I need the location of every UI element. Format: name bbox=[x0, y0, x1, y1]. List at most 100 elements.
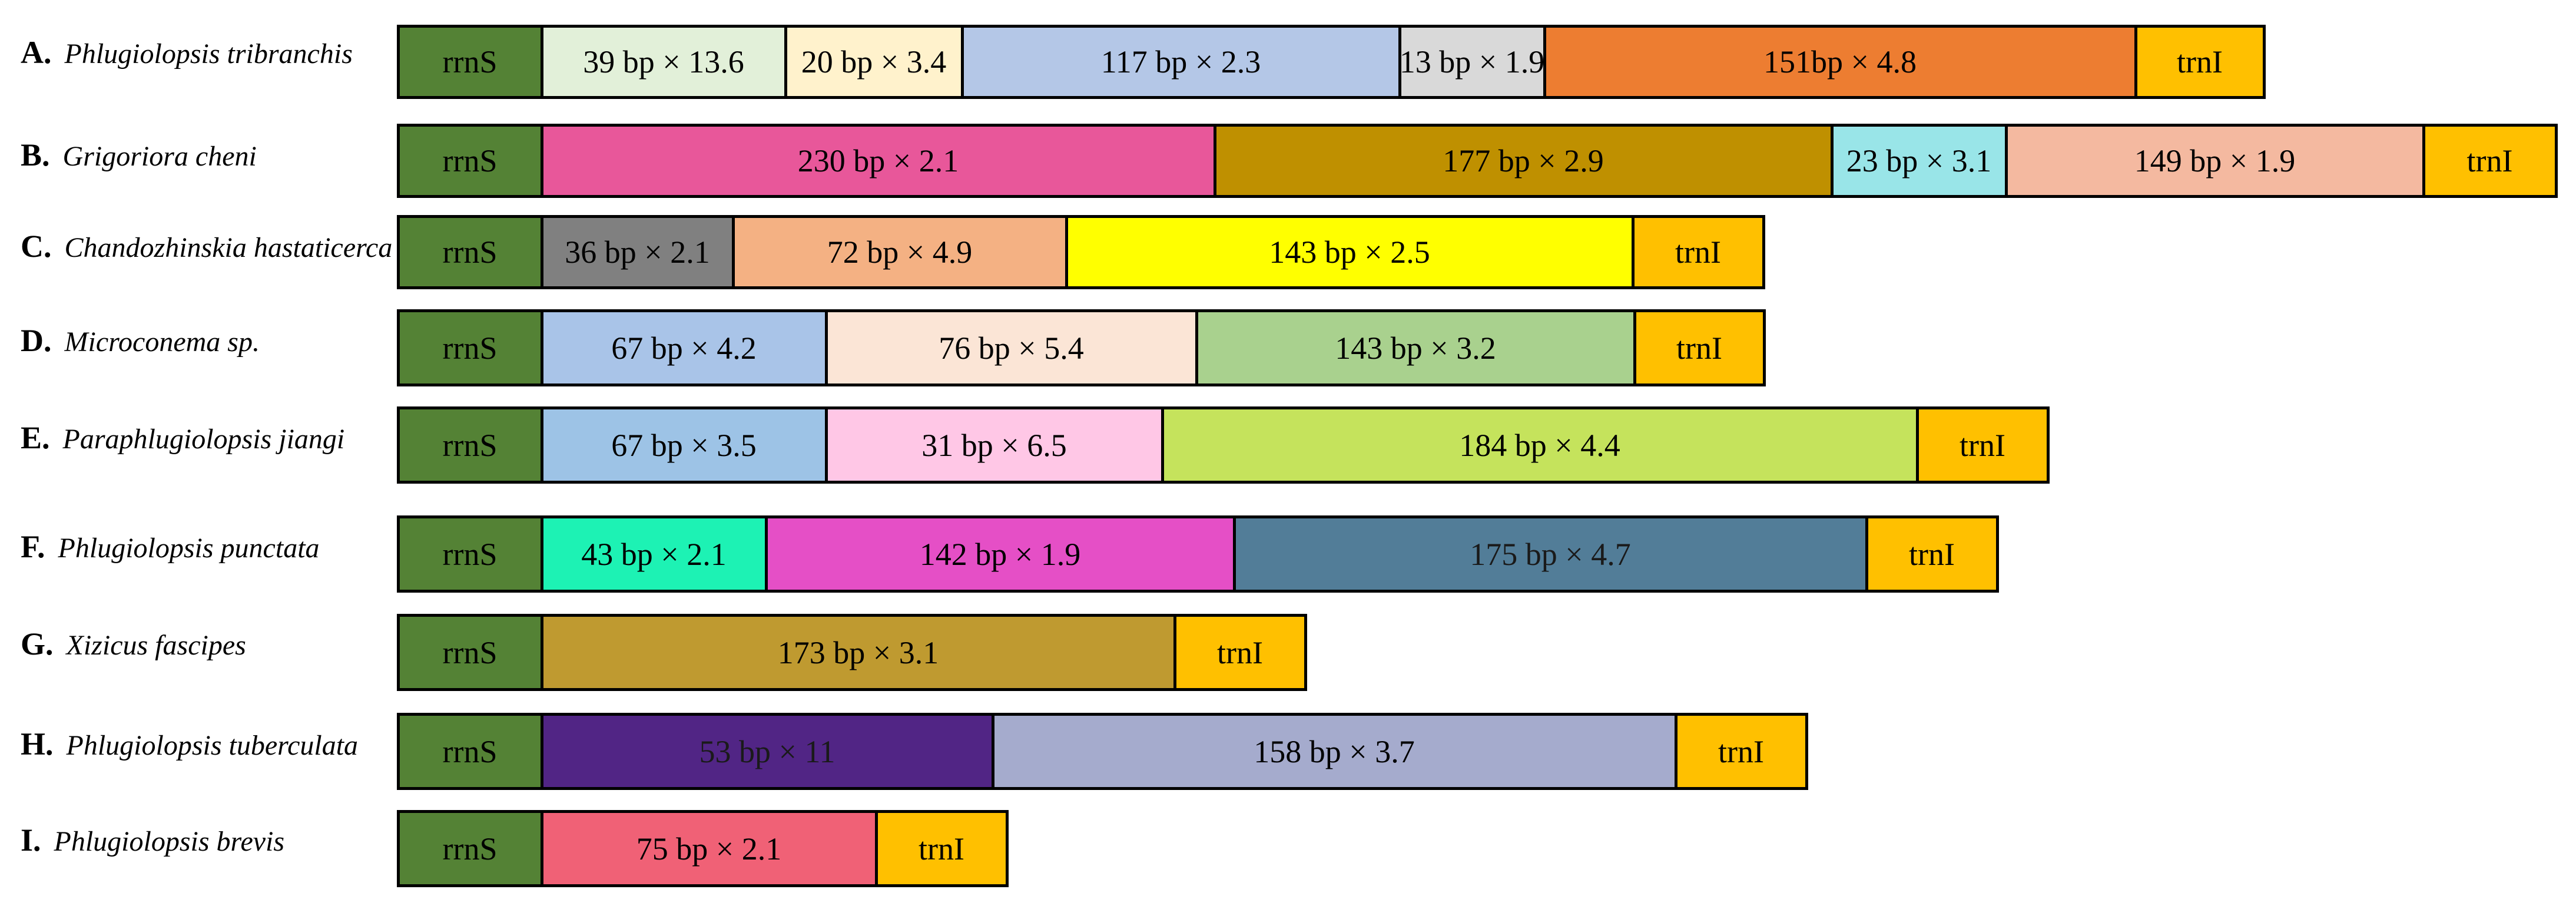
segment-label: trnI bbox=[1675, 234, 1721, 270]
segment-label: 173 bp × 3.1 bbox=[777, 634, 939, 670]
segment-label: 117 bp × 2.3 bbox=[1100, 44, 1261, 80]
segment-label: 67 bp × 3.5 bbox=[611, 427, 757, 463]
segment-label: 143 bp × 2.5 bbox=[1269, 234, 1430, 270]
rrns-gene-block: rrnS bbox=[396, 810, 543, 887]
species-name: Phlugiolopsis brevis bbox=[54, 826, 285, 857]
segment-label: trnI bbox=[2177, 44, 2223, 80]
trni-gene-block: trnI bbox=[2134, 25, 2266, 99]
segment-label: 53 bp × 11 bbox=[699, 733, 836, 769]
segment-label: rrnS bbox=[442, 234, 498, 270]
rrns-gene-block: rrnS bbox=[396, 406, 543, 484]
segment-label: trnI bbox=[1217, 634, 1263, 670]
segment-label: 75 bp × 2.1 bbox=[636, 831, 782, 867]
segment-label: 158 bp × 3.7 bbox=[1254, 733, 1415, 769]
trni-gene-block: trnI bbox=[1865, 515, 1999, 593]
segment-label: 23 bp × 3.1 bbox=[1846, 143, 1992, 178]
rrns-gene-block: rrnS bbox=[396, 515, 543, 593]
segment-label: rrnS bbox=[442, 536, 498, 572]
rrns-gene-block: rrnS bbox=[396, 25, 543, 99]
segment-label: 149 bp × 1.9 bbox=[2134, 143, 2296, 178]
row-letter: E. bbox=[21, 420, 50, 455]
species-name: Phlugiolopsis punctata bbox=[58, 533, 320, 564]
row-letter: F. bbox=[21, 529, 45, 564]
species-name: Xizicus fascipes bbox=[66, 630, 246, 661]
segment-label: 13 bp × 1.9 bbox=[1399, 44, 1545, 80]
repeat-unit-block: 23 bp × 3.1 bbox=[1830, 124, 2008, 198]
row-letter: A. bbox=[21, 35, 52, 70]
species-name: Chandozhinskia hastaticerca bbox=[64, 232, 393, 263]
species-name: Grigoriora cheni bbox=[62, 141, 257, 172]
repeat-unit-block: 142 bp × 1.9 bbox=[764, 515, 1236, 593]
repeat-unit-block: 184 bp × 4.4 bbox=[1161, 406, 1919, 484]
segment-label: rrnS bbox=[442, 831, 498, 867]
repeat-unit-block: 151bp × 4.8 bbox=[1543, 25, 2137, 99]
row-label-paraphlugiolopsis-jiangi: E. Paraphlugiolopsis jiangi bbox=[21, 419, 344, 456]
repeat-unit-block: 67 bp × 3.5 bbox=[540, 406, 828, 484]
row-label-phlugiolopsis-punctata: F. Phlugiolopsis punctata bbox=[21, 528, 320, 565]
segment-label: trnI bbox=[1909, 536, 1955, 572]
rrns-gene-block: rrnS bbox=[396, 713, 543, 790]
repeat-unit-block: 143 bp × 3.2 bbox=[1195, 309, 1636, 386]
segment-label: 39 bp × 13.6 bbox=[583, 44, 744, 80]
segment-label: 20 bp × 3.4 bbox=[801, 44, 947, 80]
segment-label: rrnS bbox=[442, 143, 498, 178]
row-letter: I. bbox=[21, 822, 41, 858]
repeat-unit-block: 175 bp × 4.7 bbox=[1232, 515, 1868, 593]
segment-label: rrnS bbox=[442, 44, 498, 80]
repeat-unit-block: 173 bp × 3.1 bbox=[540, 614, 1176, 691]
row-label-phlugiolopsis-tuberculata: H. Phlugiolopsis tuberculata bbox=[21, 726, 358, 762]
segment-label: 72 bp × 4.9 bbox=[827, 234, 973, 270]
row-letter: B. bbox=[21, 137, 50, 173]
trni-gene-block: trnI bbox=[1631, 215, 1765, 289]
repeat-unit-block: 39 bp × 13.6 bbox=[540, 25, 787, 99]
row-label-chandozhinskia-hastaticerca: C. Chandozhinskia hastaticerca bbox=[21, 228, 392, 265]
repeat-unit-block: 43 bp × 2.1 bbox=[540, 515, 768, 593]
row-label-phlugiolopsis-tribranchis: A. Phlugiolopsis tribranchis bbox=[21, 34, 353, 71]
repeat-unit-block: 67 bp × 4.2 bbox=[540, 309, 828, 386]
segment-label: 177 bp × 2.9 bbox=[1443, 143, 1604, 178]
repeat-unit-block: 13 bp × 1.9 bbox=[1398, 25, 1546, 99]
segment-label: trnI bbox=[1718, 733, 1764, 769]
repeat-unit-block: 36 bp × 2.1 bbox=[540, 215, 735, 289]
segment-label: 36 bp × 2.1 bbox=[565, 234, 710, 270]
row-label-xizicus-fascipes: G. Xizicus fascipes bbox=[21, 626, 246, 662]
row-letter: G. bbox=[21, 626, 54, 662]
segment-label: 151bp × 4.8 bbox=[1763, 44, 1917, 80]
rrns-gene-block: rrnS bbox=[396, 614, 543, 691]
repeat-unit-block: 20 bp × 3.4 bbox=[784, 25, 964, 99]
repeat-unit-block: 177 bp × 2.9 bbox=[1213, 124, 1834, 198]
trni-gene-block: trnI bbox=[1915, 406, 2050, 484]
repeat-unit-block: 76 bp × 5.4 bbox=[824, 309, 1198, 386]
segment-label: trnI bbox=[919, 831, 964, 867]
repeat-unit-block: 230 bp × 2.1 bbox=[540, 124, 1216, 198]
repeat-unit-block: 31 bp × 6.5 bbox=[824, 406, 1164, 484]
row-label-microconema-sp: D.Microconema sp. bbox=[21, 322, 260, 359]
segment-label: 142 bp × 1.9 bbox=[919, 536, 1081, 572]
segment-label: rrnS bbox=[442, 330, 498, 366]
trni-gene-block: trnI bbox=[874, 810, 1009, 887]
rrns-gene-block: rrnS bbox=[396, 309, 543, 386]
repeat-unit-block: 117 bp × 2.3 bbox=[960, 25, 1401, 99]
row-label-grigoriora-cheni: B. Grigoriora cheni bbox=[21, 137, 257, 173]
row-letter: H. bbox=[21, 726, 54, 762]
species-name: Phlugiolopsis tribranchis bbox=[64, 38, 353, 70]
segment-label: trnI bbox=[1676, 330, 1722, 366]
segment-label: rrnS bbox=[442, 733, 498, 769]
segment-label: 31 bp × 6.5 bbox=[921, 427, 1067, 463]
rrns-gene-block: rrnS bbox=[396, 124, 543, 198]
segment-label: 43 bp × 2.1 bbox=[581, 536, 727, 572]
species-name: Phlugiolopsis tuberculata bbox=[66, 730, 359, 761]
repeat-unit-block: 72 bp × 4.9 bbox=[731, 215, 1068, 289]
repeat-unit-block: 158 bp × 3.7 bbox=[991, 713, 1677, 790]
segment-label: 143 bp × 3.2 bbox=[1335, 330, 1496, 366]
row-label-phlugiolopsis-brevis: I. Phlugiolopsis brevis bbox=[21, 822, 284, 858]
species-name: Paraphlugiolopsis jiangi bbox=[62, 424, 345, 455]
segment-label: rrnS bbox=[442, 427, 498, 463]
trni-gene-block: trnI bbox=[2422, 124, 2558, 198]
row-letter: C. bbox=[21, 229, 52, 264]
repeat-unit-block: 149 bp × 1.9 bbox=[2004, 124, 2425, 198]
segment-label: 184 bp × 4.4 bbox=[1459, 427, 1620, 463]
row-letter: D. bbox=[21, 323, 52, 358]
trni-gene-block: trnI bbox=[1633, 309, 1766, 386]
